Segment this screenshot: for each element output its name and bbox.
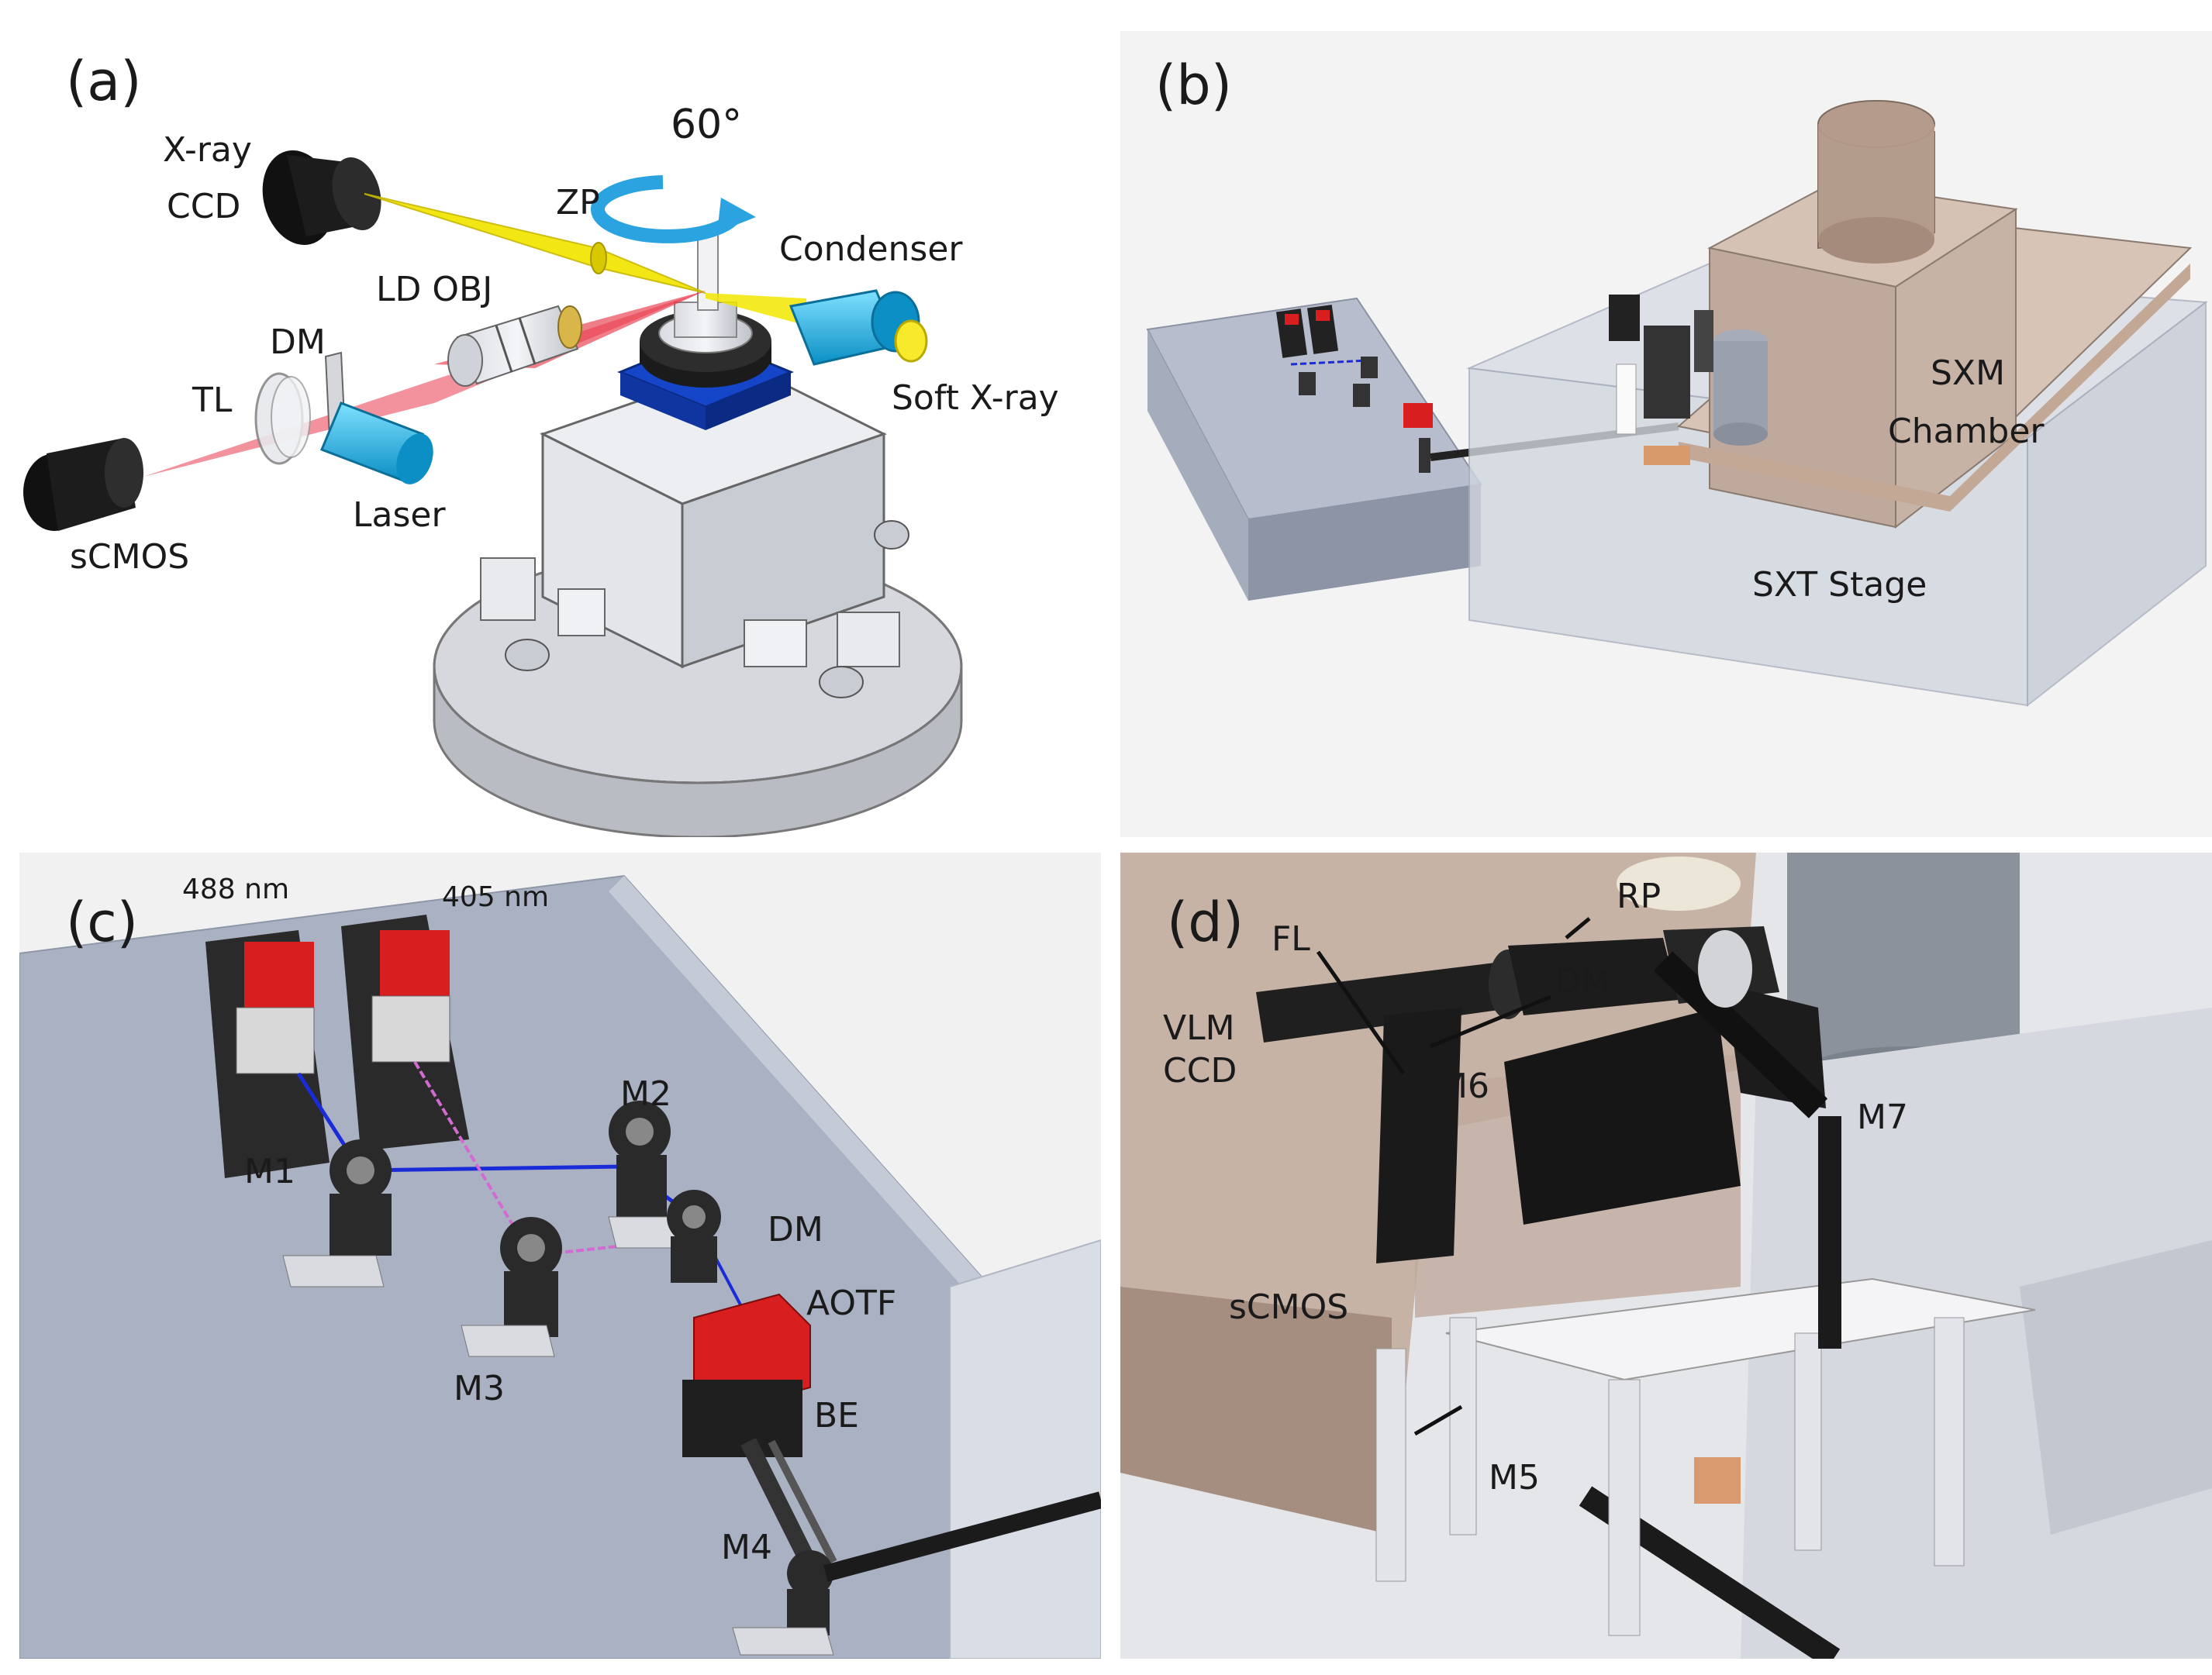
ld-obj-label: LD OBJ [376, 270, 493, 309]
rotation-arrow-icon [591, 175, 756, 243]
dichroic-mirror-c [667, 1190, 721, 1283]
condenser-label: Condenser [779, 229, 963, 269]
panel-b: (b) SXM Chamber SXT Stage [1120, 31, 2212, 837]
zp-label: ZP [556, 183, 600, 222]
side-block-c [949, 1239, 1101, 1659]
m7-label: M7 [1857, 1098, 1908, 1137]
mirror-m3 [461, 1217, 562, 1357]
panel-d-scene [1120, 853, 2212, 1659]
tube-lens [254, 372, 311, 465]
m6-label: M6 [1438, 1067, 1489, 1106]
dm-label: DM [1555, 962, 1610, 1001]
dm-label: DM [270, 322, 326, 362]
m3-label: M3 [454, 1369, 505, 1408]
laser-405 [341, 915, 469, 1151]
optics-assembly-d [1256, 856, 1841, 1349]
support-table-d [1375, 1277, 2036, 1636]
pointer-line-scmos [1413, 1404, 1463, 1436]
panel-c: (c) 488 nm 405 nm M1 M2 DM AOTF M3 BE M4 [19, 853, 1101, 1659]
mirror-m2 [608, 1101, 695, 1249]
laser-source [320, 402, 433, 484]
fl-label: FL [1272, 919, 1310, 959]
vlm-ccd-label-line2: CCD [1163, 1051, 1237, 1091]
pointer-line-dm [1430, 994, 1551, 1049]
scmos-camera-a [23, 438, 143, 531]
panel-label: (b) [1155, 53, 1233, 117]
sxm-chamber [1676, 100, 2193, 529]
xray-beam [364, 193, 806, 326]
dm-label: DM [768, 1210, 823, 1249]
mirror-m4 [732, 1550, 834, 1656]
wavelength-405-label: 405 nm [442, 881, 550, 913]
beam-expander [740, 1438, 837, 1570]
sxt-stage-label: SXT Stage [1752, 565, 1927, 605]
sxm-chamber-label-line1: SXM [1931, 353, 2006, 393]
xray-ccd [262, 150, 381, 246]
panel-c-scene [19, 853, 1101, 1659]
laser-label: Laser [353, 495, 446, 535]
sxm-instruments [1609, 295, 1768, 465]
xray-ccd-label-line1: X-ray [163, 130, 252, 170]
scmos-label: sCMOS [70, 537, 190, 577]
soft-xray-label: Soft X-ray [892, 378, 1059, 418]
rp-label: RP [1617, 877, 1662, 916]
lasers-b [1275, 305, 1433, 473]
xray-ccd-label-line2: CCD [167, 187, 241, 226]
panel-label: (c) [66, 891, 139, 954]
panel-b-scene [1120, 31, 2212, 837]
optical-table-b [1146, 297, 1482, 601]
laser-488 [205, 930, 330, 1178]
sample-stage-block [480, 363, 909, 698]
m5-label: M5 [1489, 1458, 1540, 1498]
aotf [682, 1293, 811, 1457]
m2-label: M2 [620, 1074, 671, 1114]
pointer-line-fl [1316, 950, 1406, 1075]
scmos-label: sCMOS [1229, 1287, 1349, 1327]
be-label: BE [814, 1396, 859, 1435]
panel-label: (d) [1167, 891, 1244, 954]
ld-objective [447, 305, 582, 387]
rotation-angle-label: 60° [671, 102, 743, 148]
sample-holder [617, 232, 794, 430]
panel-a-scene [23, 150, 963, 837]
beam-rail-c [823, 1491, 1101, 1582]
panel-label: (a) [66, 50, 142, 113]
mirror-m1 [282, 1139, 392, 1287]
tl-label: TL [192, 381, 233, 420]
panel-d: (d) RP FL DM VLM CCD M6 M7 sCMOS M5 [1120, 853, 2212, 1659]
condenser [789, 289, 928, 366]
aotf-label: AOTF [806, 1284, 897, 1323]
vlm-ccd-label-line1: VLM [1163, 1008, 1235, 1048]
m1-label: M1 [244, 1152, 295, 1191]
sxm-chamber-label-line2: Chamber [1888, 412, 2045, 451]
wavelength-488-label: 488 nm [182, 874, 290, 905]
panel-a: (a) 60° X-ray CCD ZP Condenser LD OBJ DM… [0, 0, 1101, 837]
pointer-line-rp [1565, 917, 1591, 939]
m4-label: M4 [721, 1528, 772, 1567]
